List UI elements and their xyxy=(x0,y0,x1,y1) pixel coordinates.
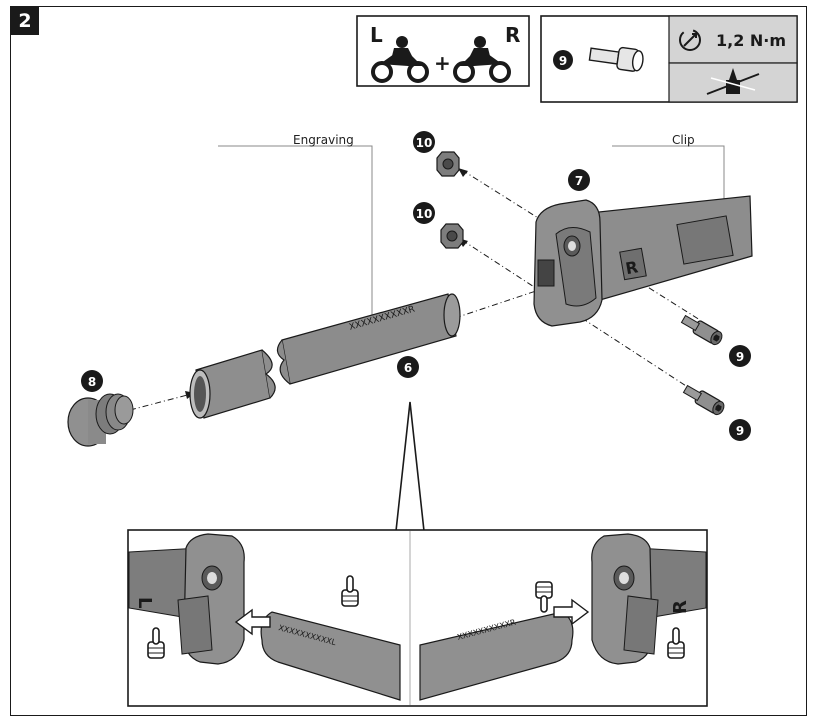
side-left-letter: L xyxy=(370,23,383,47)
clip-label: Clip xyxy=(672,133,695,147)
assembly-axis-lines xyxy=(129,169,701,411)
callout-tube: 6 xyxy=(397,356,419,378)
handlebar-tube: XXXXXXXXXXR xyxy=(276,293,461,385)
nut-top xyxy=(436,151,460,177)
detail-right-letter: R xyxy=(670,600,691,614)
diagram-frame xyxy=(10,6,807,716)
bracket-side-letter: R xyxy=(624,257,639,278)
end-plug xyxy=(67,393,134,447)
svg-text:9: 9 xyxy=(736,424,744,438)
svg-text:6: 6 xyxy=(404,361,412,375)
svg-text:7: 7 xyxy=(575,174,583,188)
step-number-badge: 2 xyxy=(11,7,39,35)
svg-text:10: 10 xyxy=(416,136,433,150)
torque-wrench-icon xyxy=(679,29,701,51)
detail-insert-arrows xyxy=(234,598,590,636)
detail-zoom-pointer xyxy=(395,401,425,532)
svg-text:9: 9 xyxy=(736,350,744,364)
side-right-letter: R xyxy=(505,23,520,47)
side-plus-sign: + xyxy=(434,51,451,75)
screw-bottom xyxy=(681,382,727,418)
threadlock-crossed-icon xyxy=(706,68,760,95)
callout-screw-bottom: 9 xyxy=(729,419,751,441)
detail-tube-left: XXXXXXXXXXL xyxy=(260,611,401,701)
callout-nut-top: 10 xyxy=(413,131,435,153)
engraving-leader-line xyxy=(218,145,373,328)
torque-screw-icon xyxy=(588,46,644,72)
torque-value: 1,2 N·m xyxy=(716,31,786,50)
callout-nut-bottom: 10 xyxy=(413,202,435,224)
screw-top xyxy=(679,312,725,348)
clip-bracket: R xyxy=(533,195,753,327)
tube-short-piece xyxy=(189,349,276,419)
callout-screw-top: 9 xyxy=(729,345,751,367)
detail-left-assembly: L xyxy=(128,533,245,665)
torque-part-badge xyxy=(553,50,573,70)
callout-bracket: 7 xyxy=(568,169,590,191)
torque-part-number: 9 xyxy=(559,54,567,68)
detail-left-letter: L xyxy=(134,597,155,608)
callout-plug: 8 xyxy=(81,370,103,392)
side-selection-box xyxy=(356,15,530,87)
svg-text:8: 8 xyxy=(88,375,96,389)
svg-text:10: 10 xyxy=(416,207,433,221)
nut-bottom xyxy=(440,223,464,249)
engraving-label: Engraving xyxy=(293,133,354,147)
detail-right-assembly: R xyxy=(591,533,707,665)
